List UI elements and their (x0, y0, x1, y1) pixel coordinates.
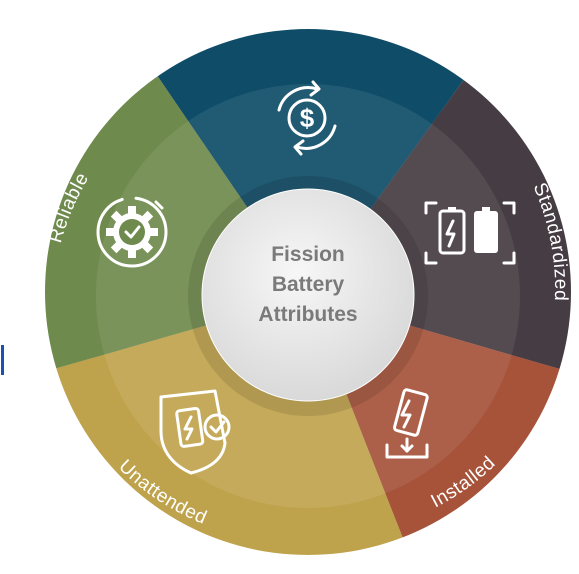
center-line-3: Attributes (258, 303, 357, 326)
dollar-cycle-icon: $ (277, 80, 337, 156)
gear-check-icon (96, 196, 168, 268)
battery-install-icon (385, 388, 429, 459)
segment-economic (143, 4, 478, 297)
battery-pair-icon (424, 201, 516, 265)
center-line-2: Battery (272, 273, 345, 296)
svg-text:$: $ (300, 103, 315, 133)
center-line-1: Fission (271, 243, 345, 266)
center-circle (201, 188, 415, 402)
battery-shield-icon (159, 389, 231, 475)
left-edge-accent (1, 345, 4, 375)
